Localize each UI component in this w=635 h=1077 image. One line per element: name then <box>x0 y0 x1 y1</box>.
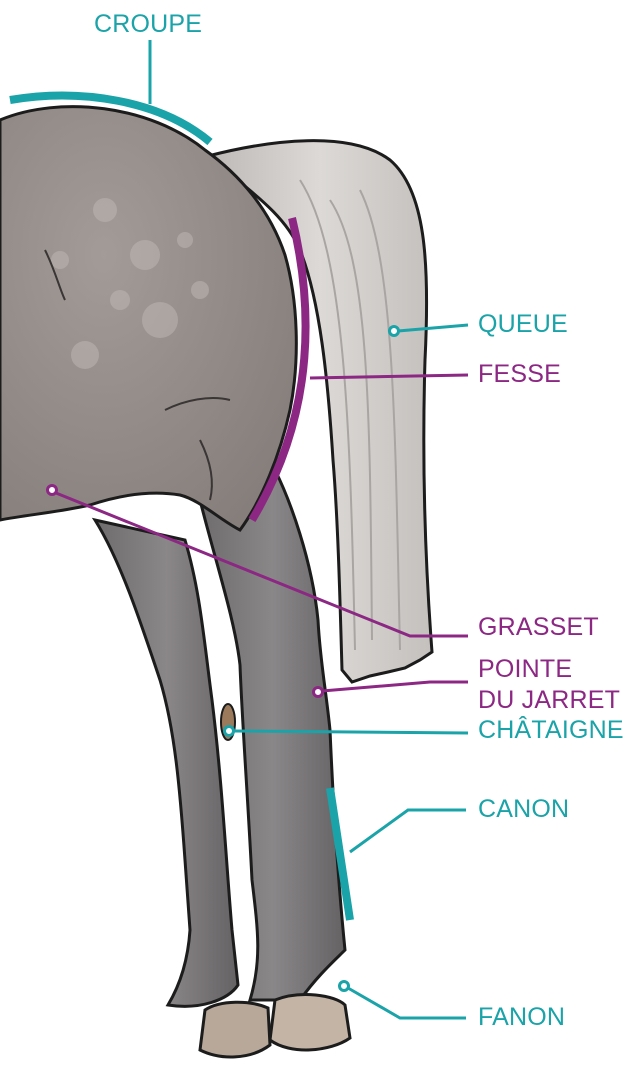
fanon-dot <box>340 982 349 991</box>
label-queue: QUEUE <box>478 310 568 339</box>
label-chataigne: CHÂTAIGNE <box>478 716 624 745</box>
hoof-far <box>200 1002 270 1057</box>
queue-dot <box>390 327 399 336</box>
pointe-leader <box>322 682 468 691</box>
label-grasset: GRASSET <box>478 613 599 642</box>
chataigne-leader <box>233 731 468 733</box>
canon-leader <box>350 810 466 852</box>
label-pointe-line1: POINTE <box>478 655 572 684</box>
label-croupe: CROUPE <box>94 10 202 39</box>
grasset-dot <box>48 486 57 495</box>
fanon-leader <box>348 988 466 1018</box>
pointe-dot <box>314 688 323 697</box>
label-pointe-line2: DU JARRET <box>478 686 620 715</box>
label-canon: CANON <box>478 795 569 824</box>
label-fanon: FANON <box>478 1003 565 1032</box>
chataigne-dot <box>225 727 234 736</box>
far-hind-leg <box>95 520 238 1006</box>
label-fesse: FESSE <box>478 360 561 389</box>
hoof-near <box>270 995 350 1050</box>
